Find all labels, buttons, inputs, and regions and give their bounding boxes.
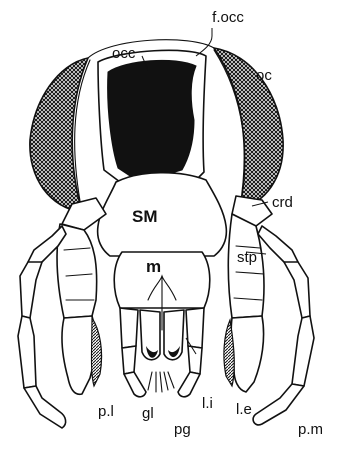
label-labial-palp: p.l <box>98 403 114 420</box>
right-stipes <box>228 214 264 318</box>
labium <box>114 252 210 397</box>
label-glossa: gl <box>142 405 154 422</box>
left-compound-eye <box>30 58 88 212</box>
label-mentum: m <box>146 257 161 276</box>
label-compound-eye: oc <box>256 67 272 84</box>
right-galea <box>231 316 263 392</box>
submentum <box>98 173 227 256</box>
right-maxilla <box>224 196 314 425</box>
glossa-hairs <box>148 372 174 392</box>
left-lacinia <box>92 318 102 386</box>
label-cardo: crd <box>272 194 293 211</box>
label-foramen-occipital: f.occ <box>212 9 244 26</box>
label-lacinia: l.i <box>202 395 213 412</box>
label-submentum: SM <box>132 207 158 226</box>
label-occiput: occ <box>112 45 136 62</box>
left-labial-palp <box>120 308 138 348</box>
label-galea: l.e <box>236 401 252 418</box>
label-maxillary-palp: p.m <box>298 421 323 438</box>
left-galea <box>62 316 96 394</box>
label-stipes: stp <box>237 249 257 266</box>
right-compound-eye <box>214 48 283 208</box>
foramen-occipitale <box>108 60 196 176</box>
label-paraglossa: pg <box>174 421 191 438</box>
left-maxilla <box>18 198 106 428</box>
